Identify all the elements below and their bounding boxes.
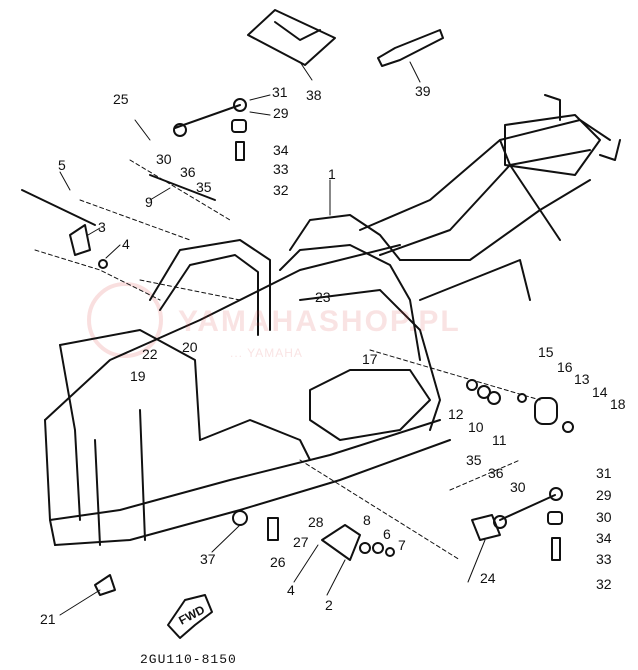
callout-30: 30 [156,151,172,167]
callout-17: 17 [362,351,378,367]
bolt-part-5 [21,189,96,226]
callout-19: 19 [130,368,146,384]
callout-24: 24 [480,570,496,586]
callout-34-b: 34 [596,530,612,546]
callout-32-b: 32 [596,576,612,592]
callout-36-b: 36 [488,465,504,481]
watermark-text: YAMAHASHOP.PL [178,305,461,338]
callout-35: 35 [196,179,212,195]
watermark-logo-icon [87,282,163,358]
watermark-subtext: ... YAMAHA [230,346,303,360]
callout-16: 16 [557,359,573,375]
callout-37: 37 [200,551,216,567]
callout-35-b: 35 [466,452,482,468]
tool-part-39 [377,29,444,67]
callout-11: 11 [492,432,507,448]
frame-upper-left-rail [44,244,401,421]
callout-31-b: 31 [596,465,612,481]
bolt-part-4 [98,259,108,269]
frame-front-post [44,419,56,546]
callout-31: 31 [272,84,288,100]
frame-lower-rail [49,419,441,521]
callout-30-c: 30 [510,479,526,495]
callout-29: 29 [273,105,289,121]
frame-front-crossmembers [94,409,146,546]
bolt-part-26 [267,517,279,541]
callout-27: 27 [293,534,309,550]
callout-10: 10 [468,419,484,435]
callout-26: 26 [270,554,286,570]
collar-part-10 [477,385,491,399]
damper-part-37 [232,510,248,526]
callout-33: 33 [273,161,289,177]
callout-39: 39 [415,83,431,99]
callout-9: 9 [145,194,153,210]
callout-22: 22 [142,346,158,362]
callout-1: 1 [328,166,336,182]
callout-21: 21 [40,611,56,627]
callout-33-b: 33 [596,551,612,567]
bush-part-13 [534,397,558,425]
callout-7: 7 [398,537,406,553]
callout-8: 8 [363,512,371,528]
rear-bracket [504,114,601,176]
callout-34: 34 [273,142,289,158]
callout-25: 25 [113,91,129,107]
callout-5: 5 [58,157,66,173]
callout-3: 3 [98,219,106,235]
washer-part-15 [517,393,527,403]
callout-18: 18 [610,396,626,412]
callout-28: 28 [308,514,324,530]
nut-part-18 [562,421,574,433]
callout-36: 36 [180,164,196,180]
callout-20: 20 [182,339,198,355]
forward-arrow-icon [167,594,213,639]
callout-4-b: 4 [287,582,295,598]
washer-part-12 [466,379,478,391]
callout-13: 13 [574,371,590,387]
fuel-tank-mount [289,214,401,261]
callout-14: 14 [592,384,608,400]
callout-30-b: 30 [596,509,612,525]
bracket-part-2 [321,524,361,561]
callout-23: 23 [315,289,331,305]
callout-12: 12 [448,406,464,422]
callout-2: 2 [325,597,333,613]
callout-29-b: 29 [596,487,612,503]
callout-15: 15 [538,344,554,360]
callout-32: 32 [273,182,289,198]
frame-front-hoop [149,239,271,331]
figure-code: 2GU110-8150 [140,652,237,667]
bolt-part-9 [149,174,216,201]
plate-part-38 [247,9,336,66]
skid-plate-area [309,369,431,441]
callout-6: 6 [383,526,391,542]
stay-part-24 [499,494,556,521]
damper-part-21 [94,574,116,596]
bracket-part-3 [69,224,91,256]
stay-part-25 [174,104,241,129]
callout-38: 38 [306,87,322,103]
callout-4: 4 [122,236,130,252]
collar-part-11 [487,391,501,405]
